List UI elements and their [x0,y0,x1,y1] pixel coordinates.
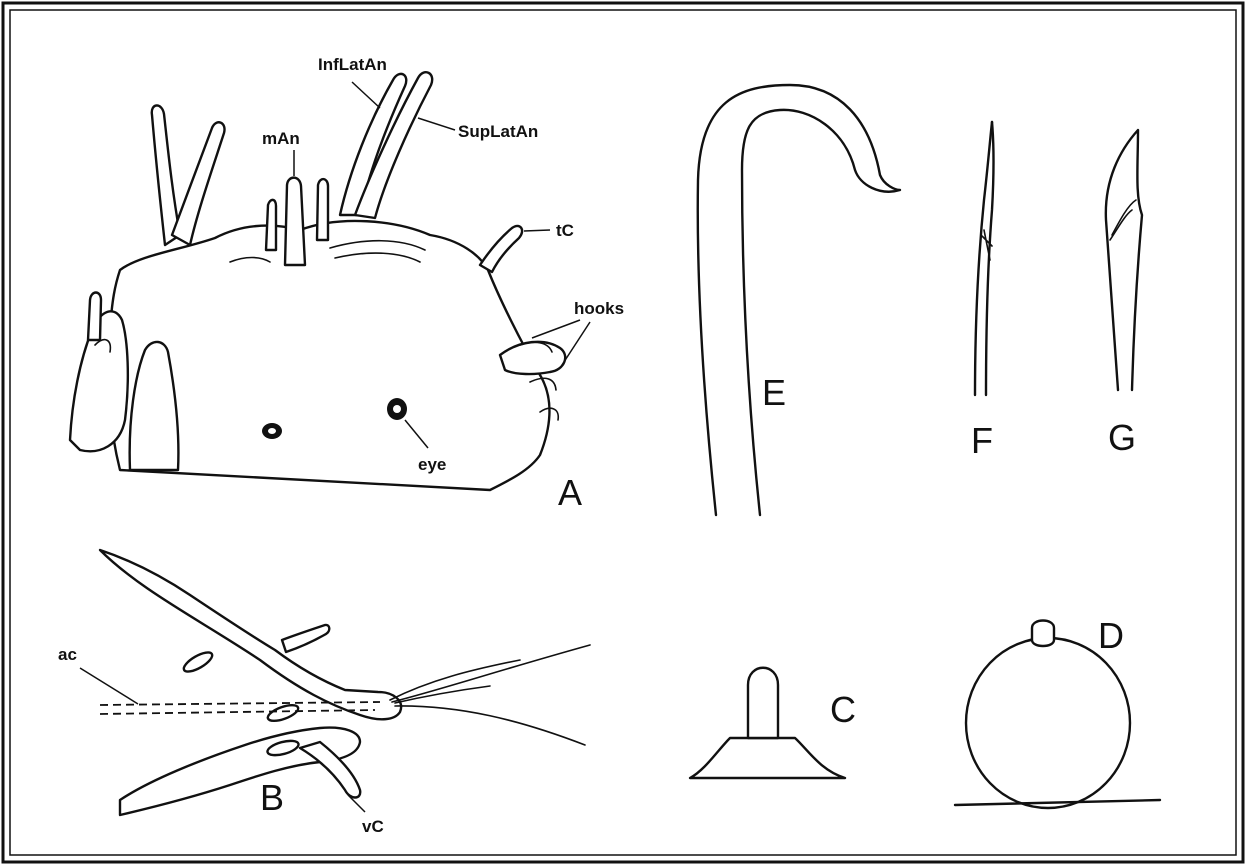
label-hooks: hooks [574,299,624,318]
label-t-c: tC [556,221,574,240]
panel-f-drawing [975,122,994,395]
panel-label-a: A [558,472,582,513]
label-sup-lat-an: SupLatAn [458,122,538,141]
panel-label-c: C [830,689,856,730]
label-v-c: vC [362,817,384,836]
panel-label-f: F [971,420,993,461]
panel-d-drawing [955,621,1160,809]
panel-b-lateral-drawing [100,550,590,815]
leader-ac [80,668,138,704]
label-ac: ac [58,645,77,664]
leader-hooks-2 [560,322,590,368]
panel-g-drawing [1106,130,1142,390]
label-m-an: mAn [262,129,300,148]
label-inf-lat-an: InfLatAn [318,55,387,74]
panel-label-b: B [260,777,284,818]
panel-e-drawing [698,85,900,515]
label-eye: eye [418,455,446,474]
leader-inf-lat-an [352,82,380,108]
panel-label-d: D [1098,615,1124,656]
leader-t-c [524,230,550,231]
panel-label-g: G [1108,417,1136,458]
panel-label-e: E [762,372,786,413]
leader-sup-lat-an [418,118,455,130]
leader-hooks-1 [532,320,580,338]
panel-c-drawing [690,668,845,778]
